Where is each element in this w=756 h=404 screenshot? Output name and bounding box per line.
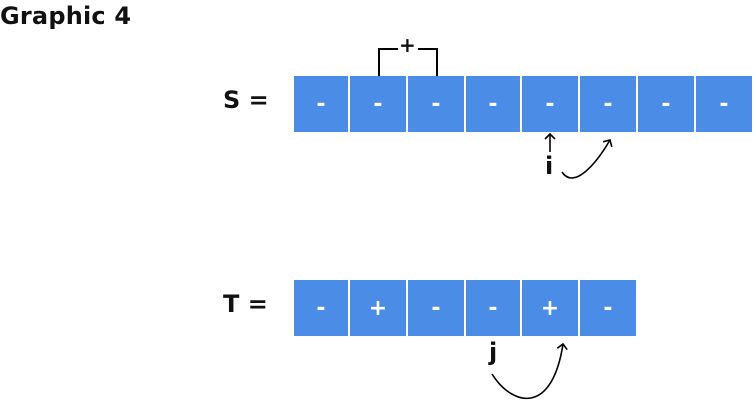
s_row-cell-0: - [294,76,348,132]
s_row-cell-7: - [696,76,752,132]
s_row-cell-4: - [522,76,578,132]
s-pointer-i-label: i [545,152,554,180]
t_row-cell-2: - [408,280,464,336]
t_row-cell-1: + [350,280,406,336]
t_row-cell-0: - [294,280,348,336]
t_row-cell-3: - [466,280,520,336]
t-pointer-j-label: j [489,338,498,366]
s-bracket-plus-label: + [399,33,416,57]
s-bracket-line [378,48,438,76]
s-row-label: S = [223,86,269,114]
t_row-cell-5: - [580,280,636,336]
s_row-cell-6: - [638,76,694,132]
s_row-cell-5: - [580,76,636,132]
t_row-cell-4: + [522,280,578,336]
s_row-cell-3: - [466,76,520,132]
t-row-label: T = [223,290,268,318]
s_row-cell-1: - [350,76,406,132]
page-title: Graphic 4 [0,2,132,30]
s-pointer-i-advance-arrow [561,139,613,179]
t-pointer-j-advance-arrow [491,342,568,400]
s_row-cell-2: - [408,76,464,132]
